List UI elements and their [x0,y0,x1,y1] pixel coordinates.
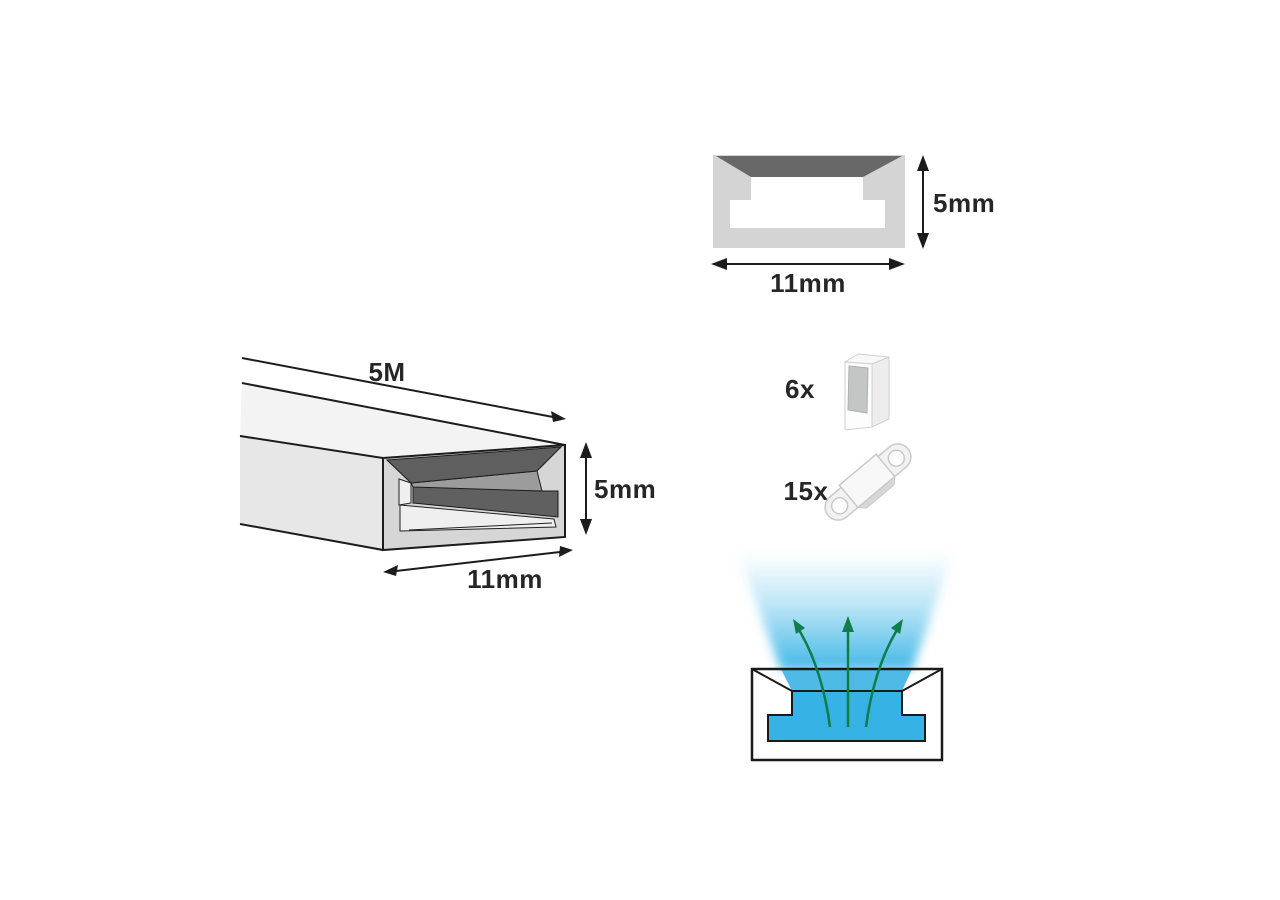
end-face-outline [382,443,566,552]
end-face-reflector-trapezoid [385,446,563,484]
channel-bevel-lines [751,668,943,692]
cross-section-cavity-upper [751,177,863,200]
height-arrowhead-top-3d [580,442,592,458]
height-arrowhead-bottom-cs [917,233,929,249]
light-glow-beam [738,553,953,670]
accessories: 6x 15x [784,353,912,521]
profile-3d-view: 5M 5mm 11mm [239,357,656,594]
light-arrow-right [864,629,899,728]
profile-top-face [240,383,565,458]
end-cap-count-label: 6x [785,374,815,404]
width-dimension-label-cs: 11mm [770,268,846,298]
width-dimension-line-3d [395,551,561,572]
clip-screw-hole-left [830,497,849,515]
led-strip-profile-shape [768,691,925,741]
cross-section-cavity-lower [730,200,885,228]
width-arrowhead-left-cs [711,258,727,270]
height-dimension-label-cs: 5mm [933,188,995,218]
cross-section-reflector-trapezoid [716,156,902,177]
light-arrowhead-center [842,616,854,632]
width-arrowhead-right-3d [559,546,573,557]
height-arrowhead-top-cs [917,155,929,171]
end-cap-icon [843,353,890,431]
end-cap-right-face [871,356,890,428]
light-arrow-left [797,629,832,728]
width-arrowhead-left-3d [383,565,398,576]
light-arrowhead-left [793,619,805,634]
end-cap-opening [847,365,869,414]
width-dimension-label-3d: 11mm [467,564,543,594]
light-output-diagram [738,553,953,762]
height-arrowhead-bottom-3d [580,519,592,535]
clip-bridge [838,453,896,509]
mounting-clip-icon [824,443,912,521]
cavity-floor-edge-line [408,522,553,531]
profile-edge-lines [239,382,566,551]
length-dimension-arrowhead [551,411,566,422]
cavity-left-sliver [398,478,412,506]
light-arrowhead-right [891,619,903,634]
mounting-clip-count-label: 15x [784,476,829,506]
profile-front-face [240,436,383,550]
length-dimension-label: 5M [368,357,405,387]
height-dimension-label-3d: 5mm [594,474,656,504]
cross-section-view: 5mm 11mm [711,155,995,298]
clip-screw-hole-right [887,449,906,467]
length-dimension-line [241,357,554,418]
light-column-in-channel [781,669,912,691]
width-arrowhead-right-cs [889,258,905,270]
